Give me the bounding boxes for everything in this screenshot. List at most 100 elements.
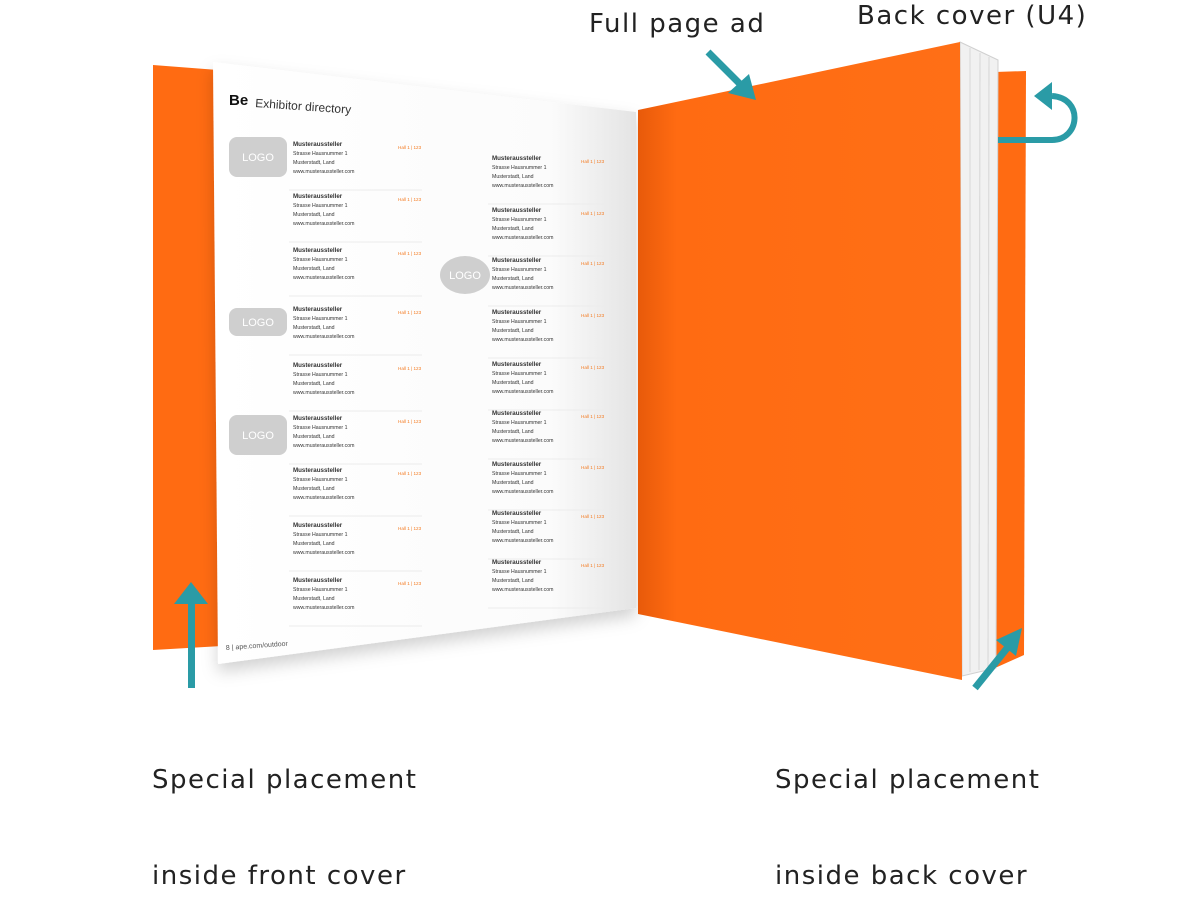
directory-entry-line: Musteraussteller xyxy=(293,522,343,529)
directory-entry-location: Hall 1 | 123 xyxy=(581,365,605,370)
directory-entry-line: Musterstadt, Land xyxy=(293,434,335,440)
page-title: Exhibitor directory xyxy=(255,96,352,117)
directory-entry-line: www.musteraussteller.com xyxy=(492,438,553,444)
directory-entry-line: www.musteraussteller.com xyxy=(492,337,553,343)
directory-entry-line: Strasse Hausnummer 1 xyxy=(492,520,547,526)
label-inside-back-cover: Special placement inside back cover xyxy=(775,700,1040,924)
directory-entry-line: www.musteraussteller.com xyxy=(293,605,354,611)
directory-page-sheet xyxy=(213,62,636,664)
directory-entry-line: www.musteraussteller.com xyxy=(492,285,553,291)
directory-entry-line: Musterstadt, Land xyxy=(293,381,335,387)
directory-entry-line: Musterstadt, Land xyxy=(293,541,335,547)
directory-entry-line: www.musteraussteller.com xyxy=(492,389,553,395)
label-inside-front-cover: Special placement inside front cover xyxy=(152,700,417,924)
arrow-up-right-icon xyxy=(972,628,1022,691)
label-inside-front-line-2: inside front cover xyxy=(152,861,407,891)
directory-entry-location: Hall 1 | 123 xyxy=(398,581,422,586)
directory-entry-location: Hall 1 | 123 xyxy=(581,465,605,470)
full-page-ad xyxy=(638,42,962,680)
directory-entry-line: Strasse Hausnummer 1 xyxy=(492,165,547,171)
directory-entry-line: Strasse Hausnummer 1 xyxy=(492,267,547,273)
directory-entry-line: www.musteraussteller.com xyxy=(492,489,553,495)
directory-entry-line: www.musteraussteller.com xyxy=(293,221,354,227)
directory-entry-location: Hall 1 | 123 xyxy=(398,145,422,150)
directory-entry-line: www.musteraussteller.com xyxy=(293,334,354,340)
directory-entry-line: Musterstadt, Land xyxy=(293,596,335,602)
directory-entry-line: Musteraussteller xyxy=(492,510,542,517)
directory-entry-line: www.musteraussteller.com xyxy=(492,538,553,544)
directory-entry-location: Hall 1 | 123 xyxy=(398,419,422,424)
directory-entry-line: Musteraussteller xyxy=(293,141,343,148)
directory-entry-line: Strasse Hausnummer 1 xyxy=(293,587,348,593)
directory-entry-line: Musteraussteller xyxy=(293,415,343,422)
directory-entry-line: www.musteraussteller.com xyxy=(492,235,553,241)
directory-entry-line: Musteraussteller xyxy=(492,559,542,566)
directory-entry-line: Strasse Hausnummer 1 xyxy=(293,372,348,378)
arrow-up-icon xyxy=(174,582,208,688)
directory-entry-line: www.musteraussteller.com xyxy=(293,390,354,396)
directory-entry-line: Musterstadt, Land xyxy=(293,325,335,331)
directory-entry-location: Hall 1 | 123 xyxy=(398,366,422,371)
directory-entry-location: Hall 1 | 123 xyxy=(398,526,422,531)
directory-entry-line: www.musteraussteller.com xyxy=(492,587,553,593)
directory-entry-line: Strasse Hausnummer 1 xyxy=(293,316,348,322)
logo-placeholder-label: LOGO xyxy=(242,430,274,442)
page-brand: Be xyxy=(229,92,248,109)
directory-entry-line: Musterstadt, Land xyxy=(492,226,534,232)
directory-entry-line: Musterstadt, Land xyxy=(492,529,534,535)
directory-entry-location: Hall 1 | 123 xyxy=(581,261,605,266)
directory-entry-line: Strasse Hausnummer 1 xyxy=(492,217,547,223)
directory-entry-line: Musterstadt, Land xyxy=(492,276,534,282)
directory-entry-location: Hall 1 | 123 xyxy=(398,251,422,256)
directory-entry-line: Musteraussteller xyxy=(492,257,542,264)
directory-entry-line: Musterstadt, Land xyxy=(492,429,534,435)
directory-entry-line: Musteraussteller xyxy=(293,193,343,200)
directory-entry-line: Strasse Hausnummer 1 xyxy=(492,420,547,426)
directory-entry-location: Hall 1 | 123 xyxy=(398,471,422,476)
page-stack-line xyxy=(987,56,990,669)
directory-entry-location: Hall 1 | 123 xyxy=(398,310,422,315)
directory-entry-line: Strasse Hausnummer 1 xyxy=(492,569,547,575)
directory-entry-line: Musterstadt, Land xyxy=(492,328,534,334)
directory-entry-line: www.musteraussteller.com xyxy=(293,550,354,556)
directory-entry-location: Hall 1 | 123 xyxy=(581,211,605,216)
directory-page: Be Exhibitor directory MusterausstellerS… xyxy=(213,62,636,664)
label-inside-back-line-1: Special placement xyxy=(775,765,1041,795)
directory-entry-line: Musteraussteller xyxy=(492,410,542,417)
logo-placeholder xyxy=(440,256,490,294)
directory-entry-line: Musteraussteller xyxy=(293,467,343,474)
logo-placeholder xyxy=(229,415,287,455)
directory-entry-location: Hall 1 | 123 xyxy=(581,159,605,164)
directory-entry-location: Hall 1 | 123 xyxy=(581,313,605,318)
logo-placeholder xyxy=(229,137,287,177)
logo-placeholder-label: LOGO xyxy=(242,152,274,164)
directory-entry-line: Musterstadt, Land xyxy=(293,212,335,218)
directory-entry-line: Musteraussteller xyxy=(293,306,343,313)
label-back-cover: Back cover (U4) xyxy=(857,1,1088,31)
directory-entry-location: Hall 1 | 123 xyxy=(398,197,422,202)
logo-placeholder-label: LOGO xyxy=(242,317,274,329)
directory-entry-line: Musterstadt, Land xyxy=(293,486,335,492)
inside-front-cover xyxy=(153,65,222,650)
directory-entry-line: Strasse Hausnummer 1 xyxy=(293,257,348,263)
directory-entry-line: Musteraussteller xyxy=(293,577,343,584)
label-full-page-ad: Full page ad xyxy=(589,9,766,39)
directory-entry-line: Musterstadt, Land xyxy=(492,174,534,180)
directory-entry-line: Musteraussteller xyxy=(492,309,542,316)
directory-entry-location: Hall 1 | 123 xyxy=(581,514,605,519)
directory-entry-line: Musterstadt, Land xyxy=(492,380,534,386)
directory-entry-line: Musterstadt, Land xyxy=(492,578,534,584)
directory-entry-line: www.musteraussteller.com xyxy=(293,443,354,449)
directory-entry-line: Strasse Hausnummer 1 xyxy=(492,319,547,325)
directory-entry-line: Strasse Hausnummer 1 xyxy=(293,532,348,538)
directory-entry-line: www.musteraussteller.com xyxy=(492,183,553,189)
back-cover xyxy=(995,71,1026,668)
directory-entry-line: Strasse Hausnummer 1 xyxy=(293,203,348,209)
directory-entry-line: Musterstadt, Land xyxy=(293,160,335,166)
directory-entry-line: Musteraussteller xyxy=(293,247,343,254)
directory-entry-line: www.musteraussteller.com xyxy=(293,169,354,175)
directory-entry-line: Strasse Hausnummer 1 xyxy=(293,425,348,431)
directory-entry-line: Musterstadt, Land xyxy=(492,480,534,486)
directory-entry-line: www.musteraussteller.com xyxy=(293,275,354,281)
